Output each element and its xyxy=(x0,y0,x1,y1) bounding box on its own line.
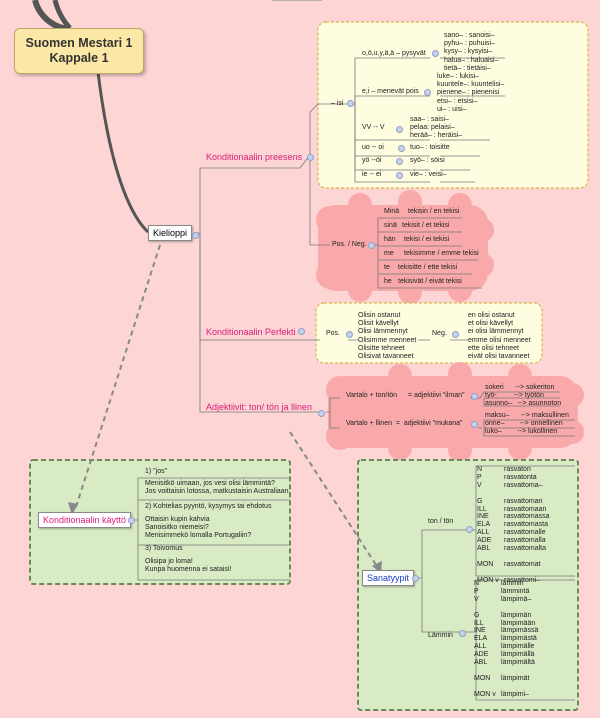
kaytto-connector[interactable] xyxy=(128,517,135,524)
person-3: me xyxy=(384,250,394,257)
lamm-cases: N P V G ILL INE ELA ALL ADE ABL MON MON … xyxy=(474,580,496,698)
ton-label: ton / tön xyxy=(428,518,454,525)
ton-cases: N P V G ILL INE ELA ALL ADE ABL MON MON … xyxy=(477,466,499,584)
isi-connector[interactable] xyxy=(347,100,354,107)
person-0: Minä xyxy=(384,208,400,215)
posneg-cloud xyxy=(316,190,494,304)
form-0: tekisin / en tekisi xyxy=(408,208,460,215)
lamm-forms: lämmin lämmintä lämpimä– lämpimän lämpim… xyxy=(501,580,539,698)
rule-2-label: VV -- V xyxy=(362,124,385,131)
isi-root: – isi xyxy=(331,100,344,107)
perfekti-cloud xyxy=(315,302,543,364)
rule-3-examples: tuo– : toisitte xyxy=(410,144,450,151)
rule-3-label: uo -- oi xyxy=(362,144,384,151)
rule-0-connector[interactable] xyxy=(432,50,439,57)
posneg-label: Pos. / Neg. xyxy=(332,241,367,248)
sanatyypit-box xyxy=(357,459,579,711)
rule-1-connector[interactable] xyxy=(424,89,431,96)
branch-preesens[interactable]: Konditionaalin preesens xyxy=(206,152,303,162)
form-2: tekisi / ei tekisi xyxy=(404,236,450,243)
perfekti-connector[interactable] xyxy=(298,328,305,335)
person-1: sinä xyxy=(384,222,397,229)
rule-2-connector[interactable] xyxy=(396,126,403,133)
kaytto-s1-text: Menisitkö uimaan, jos vesi olisi lämmint… xyxy=(145,480,291,496)
kaytto-s1: 1) "jos" xyxy=(145,468,168,475)
perfekti-pos-text: Olisin ostanut Olisit kävellyt Olisi läm… xyxy=(358,312,417,361)
kaytto-node[interactable]: Konditionaalin käyttö xyxy=(38,512,132,528)
rule-0-label: o,ö,u,y,ä,ä – pysyvät xyxy=(362,50,426,57)
title-line1: Suomen Mestari 1 xyxy=(25,36,133,50)
rule-0-examples: sano– : sanoisi– pyhu– : puhuisi– kysy– … xyxy=(444,32,499,72)
title-line2: Kappale 1 xyxy=(49,51,109,65)
branch-perfekti[interactable]: Konditionaalin Perfekti xyxy=(206,327,296,337)
kaytto-s3-text: Olisipa jo loma! Kunpa huomenna ei satai… xyxy=(145,558,232,574)
preesens-connector[interactable] xyxy=(307,154,314,161)
form-5: tekisivät / eivät tekisi xyxy=(398,278,462,285)
posneg-connector[interactable] xyxy=(368,242,375,249)
rule-5-label: ie -- ei xyxy=(362,171,382,178)
kielioppi-node[interactable]: Kielioppi xyxy=(148,225,193,241)
person-2: hän xyxy=(384,236,396,243)
vartalo-b-label: Vartalo + llinen = adjektiivi "mukana" xyxy=(346,420,463,427)
vartalo-b-connector[interactable] xyxy=(471,421,478,428)
rule-4-connector[interactable] xyxy=(396,158,403,165)
form-3: tekisimme / emme tekisi xyxy=(404,250,479,257)
form-1: tekisit / et tekisi xyxy=(402,222,450,229)
vartalo-a-connector[interactable] xyxy=(471,393,478,400)
vartalo-b-examples: maksu– --> maksullinen onne– --> onnelli… xyxy=(485,412,569,436)
perfekti-pos-label: Pos. xyxy=(326,330,341,337)
perfekti-neg-text: en olisi ostanut et olisi kävellyt ei ol… xyxy=(468,312,531,361)
ton-forms: rasvaton rasvatonta rasvattoma– rasvatto… xyxy=(504,466,550,584)
isi-cloud xyxy=(317,21,589,189)
rule-4-examples: syö– : söisi xyxy=(410,157,445,164)
kaytto-s2-text: Ottaisin kupin kahvia Sanoisitko niemeis… xyxy=(145,516,252,540)
ton-connector[interactable] xyxy=(466,526,473,533)
adjektiivit-connector[interactable] xyxy=(318,410,325,417)
kaytto-box xyxy=(29,459,291,585)
form-4: tekisitte / ette tekisi xyxy=(398,264,458,271)
lamm-connector[interactable] xyxy=(459,630,466,637)
perfekti-neg-connector[interactable] xyxy=(452,331,459,338)
rule-1-label: e,i – menevät pois xyxy=(362,88,419,95)
vartalo-a-examples: sokeri --> sokeriton työ- --> työtön asu… xyxy=(485,384,562,408)
rule-3-connector[interactable] xyxy=(398,145,405,152)
rule-1-examples: luke– : lukisi– kuuntele–: kuuntelisi– p… xyxy=(437,73,505,113)
person-5: he xyxy=(384,278,392,285)
vartalo-a-eq: = adjektiivi "ilman" xyxy=(408,392,465,399)
branch-adjektiivit[interactable]: Adjektiivit: ton/ tön ja llinen xyxy=(206,402,313,412)
sanatyypit-connector[interactable] xyxy=(412,575,419,582)
perfekti-pos-connector[interactable] xyxy=(346,331,353,338)
kielioppi-connector[interactable] xyxy=(192,232,199,239)
kaytto-s2: 2) Kohtelias pyyntö, kysymys tai ehdotus xyxy=(145,503,272,510)
person-4: te xyxy=(384,264,390,271)
vartalo-cloud xyxy=(326,362,584,462)
title-node[interactable]: Suomen Mestari 1 Kappale 1 xyxy=(14,28,144,74)
sanatyypit-node[interactable]: Sanatyypit xyxy=(362,570,415,586)
vartalo-a-label: Vartalo + ton/tön xyxy=(346,392,398,399)
kaytto-s3: 3) Toivomus xyxy=(145,545,183,552)
rule-5-connector[interactable] xyxy=(396,172,403,179)
rule-4-label: yö --öi xyxy=(362,157,382,164)
rule-2-examples: saa– : saisi– pelaa: pelaisi– herää– : h… xyxy=(410,116,463,140)
rule-5-examples: vie– : veisi– xyxy=(410,171,447,178)
perfekti-neg-label: Neg. xyxy=(432,330,447,337)
lamm-label: Lämmin xyxy=(428,632,453,639)
